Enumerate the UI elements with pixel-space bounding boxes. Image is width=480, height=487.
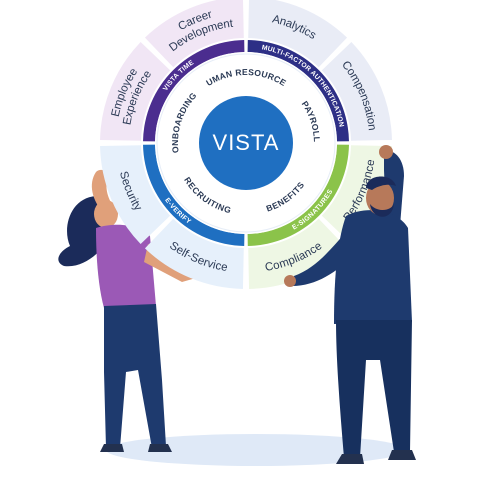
floor-shadow <box>106 434 406 466</box>
outer-segment-self-service <box>144 218 244 289</box>
man-figure <box>284 145 416 464</box>
man-reaching-arm <box>292 232 358 286</box>
feature-band-multi-factor-authentication <box>247 40 349 142</box>
outer-segment-employee-experience <box>100 41 171 141</box>
outer-segment-career-development <box>144 0 244 68</box>
man-beard <box>370 204 394 217</box>
man-pants <box>336 320 412 458</box>
man-raised-hand <box>379 145 393 159</box>
feature-band-e-verify <box>143 144 245 246</box>
outer-segment-performance <box>321 145 392 245</box>
outer-segment-compensation <box>321 41 392 141</box>
feature-band-vista-time <box>143 40 245 142</box>
center-label: VISTA <box>213 130 280 155</box>
woman-figure <box>58 169 196 452</box>
man-reaching-hand <box>284 275 296 287</box>
feature-band-e-signatures <box>247 144 349 246</box>
outer-segment-analytics <box>248 0 348 68</box>
woman-pants <box>104 304 166 448</box>
man-shoe-left <box>336 454 364 464</box>
center-circle <box>199 96 293 190</box>
woman-shoe-left <box>100 444 124 452</box>
man-shoe-right <box>388 450 416 460</box>
vista-product-wheel: CareerDevelopmentAnalyticsCompensationPe… <box>0 0 392 289</box>
man-head <box>366 181 394 215</box>
woman-raised-arm <box>91 169 116 214</box>
woman-shirt <box>96 224 156 308</box>
man-hair <box>366 176 396 190</box>
woman-shoe-right <box>148 444 172 452</box>
man-shirt <box>334 210 412 324</box>
outer-segment-security <box>100 145 171 245</box>
outer-segment-compliance <box>248 218 348 289</box>
